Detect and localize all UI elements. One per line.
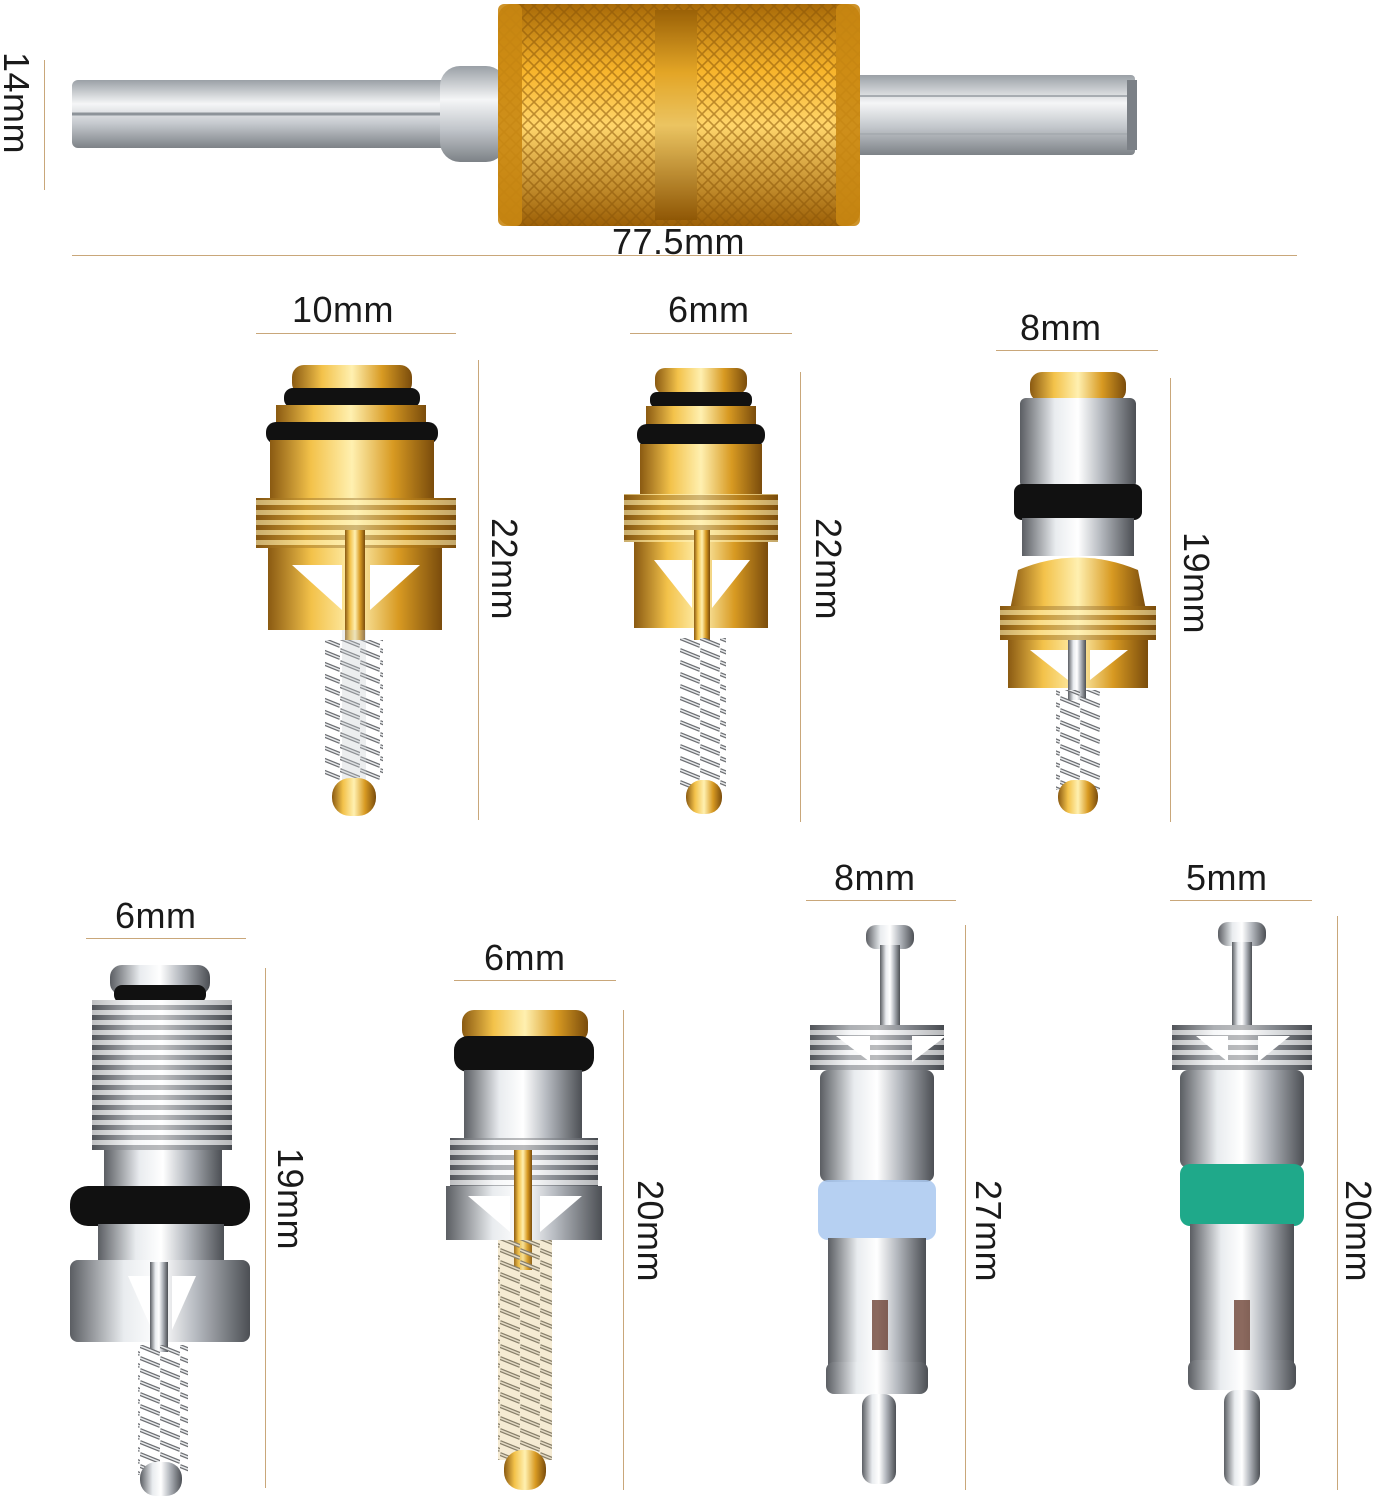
core-2-height-label: 22mm — [808, 518, 849, 621]
tool-collar — [440, 66, 506, 162]
valve-core-3 — [1000, 372, 1156, 814]
tool-height-dimension-line — [44, 60, 45, 190]
core-6-width-label: 8mm — [834, 857, 916, 898]
core-6-height-line — [965, 925, 966, 1490]
core-7-height-line — [1337, 916, 1338, 1490]
core-1-width-label: 10mm — [292, 289, 395, 330]
tool-width-dimension-line — [72, 255, 1297, 256]
tool-handle-groove — [655, 10, 697, 220]
core-4-width-line — [86, 938, 246, 939]
core-1-height-line — [478, 360, 479, 820]
core-6-width-line — [806, 900, 956, 901]
valve-core-5 — [446, 1010, 602, 1490]
core-6-height-label: 27mm — [968, 1180, 1009, 1283]
core-1-height-label: 22mm — [484, 518, 525, 621]
core-4-height-line — [265, 968, 266, 1488]
core-5-width-line — [454, 980, 616, 981]
core-5-height-line — [623, 1010, 624, 1490]
core-7-width-label: 5mm — [1186, 857, 1268, 898]
core-7-height-label: 20mm — [1338, 1180, 1379, 1283]
core-2-width-line — [630, 333, 792, 334]
core-1-width-line — [256, 333, 456, 334]
core-3-width-label: 8mm — [1020, 307, 1102, 348]
tool-right-shaft — [850, 75, 1135, 155]
valve-core-4 — [70, 965, 250, 1496]
core-3-width-line — [996, 350, 1158, 351]
core-7-width-line — [1170, 900, 1312, 901]
core-5-height-label: 20mm — [630, 1180, 671, 1283]
tool-width-label: 77.5mm — [612, 221, 746, 262]
tool-height-label: 14mm — [0, 52, 37, 155]
core-2-width-label: 6mm — [668, 289, 750, 330]
valve-core-tool — [72, 4, 1137, 226]
core-3-height-line — [1170, 378, 1171, 822]
valve-core-1 — [256, 365, 456, 816]
core-4-height-label: 19mm — [270, 1148, 311, 1251]
valve-core-7 — [1172, 922, 1312, 1486]
core-5-width-label: 6mm — [484, 937, 566, 978]
valve-core-2 — [624, 368, 778, 814]
valve-core-6 — [810, 925, 946, 1484]
core-4-width-label: 6mm — [115, 895, 197, 936]
core-2-height-line — [800, 372, 801, 822]
core-3-height-label: 19mm — [1176, 532, 1217, 635]
